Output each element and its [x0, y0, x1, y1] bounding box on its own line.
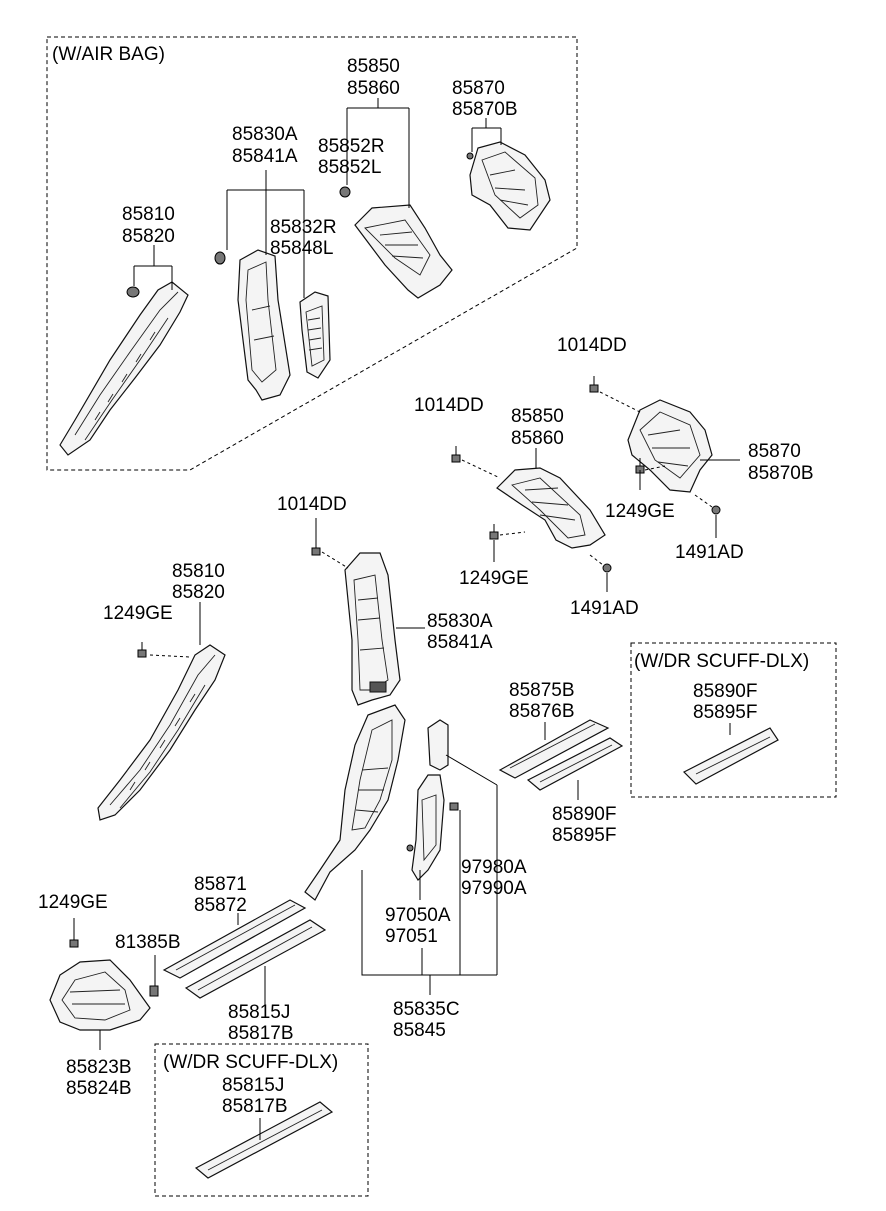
- fasteners-right: [451, 376, 721, 573]
- part-number: 85871: [194, 874, 247, 895]
- part-number: 85820: [122, 226, 175, 247]
- front-scuff-plate: [162, 899, 307, 979]
- part-number: 85817B: [228, 1023, 294, 1044]
- part-number: 85860: [511, 428, 564, 449]
- part-number: 97990A: [461, 878, 527, 899]
- group-label-scuff-dlx-bottom: (W/DR SCUFF-DLX): [163, 1052, 338, 1073]
- rear-scuff-plate-dlx-option: [682, 727, 779, 785]
- part-number: 85890F: [552, 804, 616, 825]
- airbag-leaders: [133, 98, 502, 298]
- part-number: 97980A: [461, 857, 527, 878]
- part-number: 1249GE: [38, 892, 108, 913]
- part-number: 1249GE: [605, 501, 675, 522]
- part-number: 1491AD: [570, 598, 639, 619]
- rear-scuff-plate: [498, 719, 610, 779]
- group-label-scuff-dlx-right: (W/DR SCUFF-DLX): [634, 651, 809, 672]
- part-number: 85852L: [318, 157, 381, 178]
- c-pillar-trim: [496, 467, 606, 549]
- part-number: 85815J: [222, 1075, 284, 1096]
- left-fasteners: [137, 642, 191, 658]
- right-leaders: [493, 448, 740, 592]
- kick-panel: [49, 918, 159, 1050]
- b-pillar-upper-trim-airbag: [214, 249, 291, 401]
- part-number: 1491AD: [675, 542, 744, 563]
- airbag-group-box: [46, 36, 578, 471]
- part-number: 85817B: [222, 1096, 288, 1117]
- scuff-dlx-bottom-box: [154, 1043, 369, 1197]
- part-number: 85890F: [693, 681, 757, 702]
- part-number: 85850: [511, 406, 564, 427]
- part-number: 1014DD: [414, 395, 484, 416]
- rear-scuff-plate-dlx: [526, 737, 624, 791]
- scuff-leaders: [237, 722, 731, 1140]
- d-pillar-trim-airbag: [466, 141, 551, 231]
- part-number: 85852R: [318, 136, 385, 157]
- b-pillar-upper-trim: [344, 552, 401, 706]
- part-number: 97051: [385, 926, 438, 947]
- part-number: 85841A: [427, 632, 493, 653]
- seatbelt-cover: [411, 719, 449, 881]
- part-number: 85848L: [270, 238, 333, 259]
- part-number: 85830A: [427, 611, 493, 632]
- part-number: 85823B: [66, 1057, 132, 1078]
- part-number: 1014DD: [557, 335, 627, 356]
- part-number: 1249GE: [459, 568, 529, 589]
- front-scuff-plate-dlx-option: [194, 1101, 334, 1179]
- b-pillar-lower-trim: [304, 704, 406, 901]
- part-number: 85860: [347, 78, 400, 99]
- part-number: 85895F: [552, 825, 616, 846]
- part-number: 85815J: [228, 1002, 290, 1023]
- part-number: 81385B: [115, 932, 181, 953]
- part-number: 97050A: [385, 905, 451, 926]
- a-pillar-trim-airbag: [59, 281, 189, 456]
- part-number: 85876B: [509, 701, 575, 722]
- part-number: 85850: [347, 56, 400, 77]
- scuff-dlx-right-box: [630, 642, 837, 798]
- part-number: 85830A: [232, 124, 298, 145]
- part-number: 85810: [172, 561, 225, 582]
- part-number: 85870B: [748, 463, 814, 484]
- part-number: 85895F: [693, 702, 757, 723]
- part-number: 1249GE: [103, 603, 173, 624]
- center-leaders: [315, 518, 498, 995]
- front-scuff-plate-dlx: [184, 919, 327, 999]
- a-pillar-trim: [97, 644, 226, 821]
- part-number: 85841A: [232, 146, 298, 167]
- part-number: 85835C: [393, 999, 460, 1020]
- group-label-airbag: (W/AIR BAG): [52, 44, 165, 65]
- part-number: 85870B: [452, 99, 518, 120]
- part-number: 85875B: [509, 680, 575, 701]
- part-number: 85870: [748, 441, 801, 462]
- part-number: 85870: [452, 78, 505, 99]
- part-number: 85810: [122, 204, 175, 225]
- part-number: 85820: [172, 582, 225, 603]
- d-pillar-trim: [627, 399, 713, 493]
- part-number: 85872: [194, 895, 247, 916]
- c-pillar-trim-airbag: [339, 186, 453, 299]
- part-number: 1014DD: [277, 494, 347, 515]
- part-number: 85832R: [270, 217, 337, 238]
- center-fasteners: [311, 540, 459, 852]
- part-number: 85824B: [66, 1078, 132, 1099]
- part-number: 85845: [393, 1020, 446, 1041]
- airbag-cover: [299, 291, 331, 379]
